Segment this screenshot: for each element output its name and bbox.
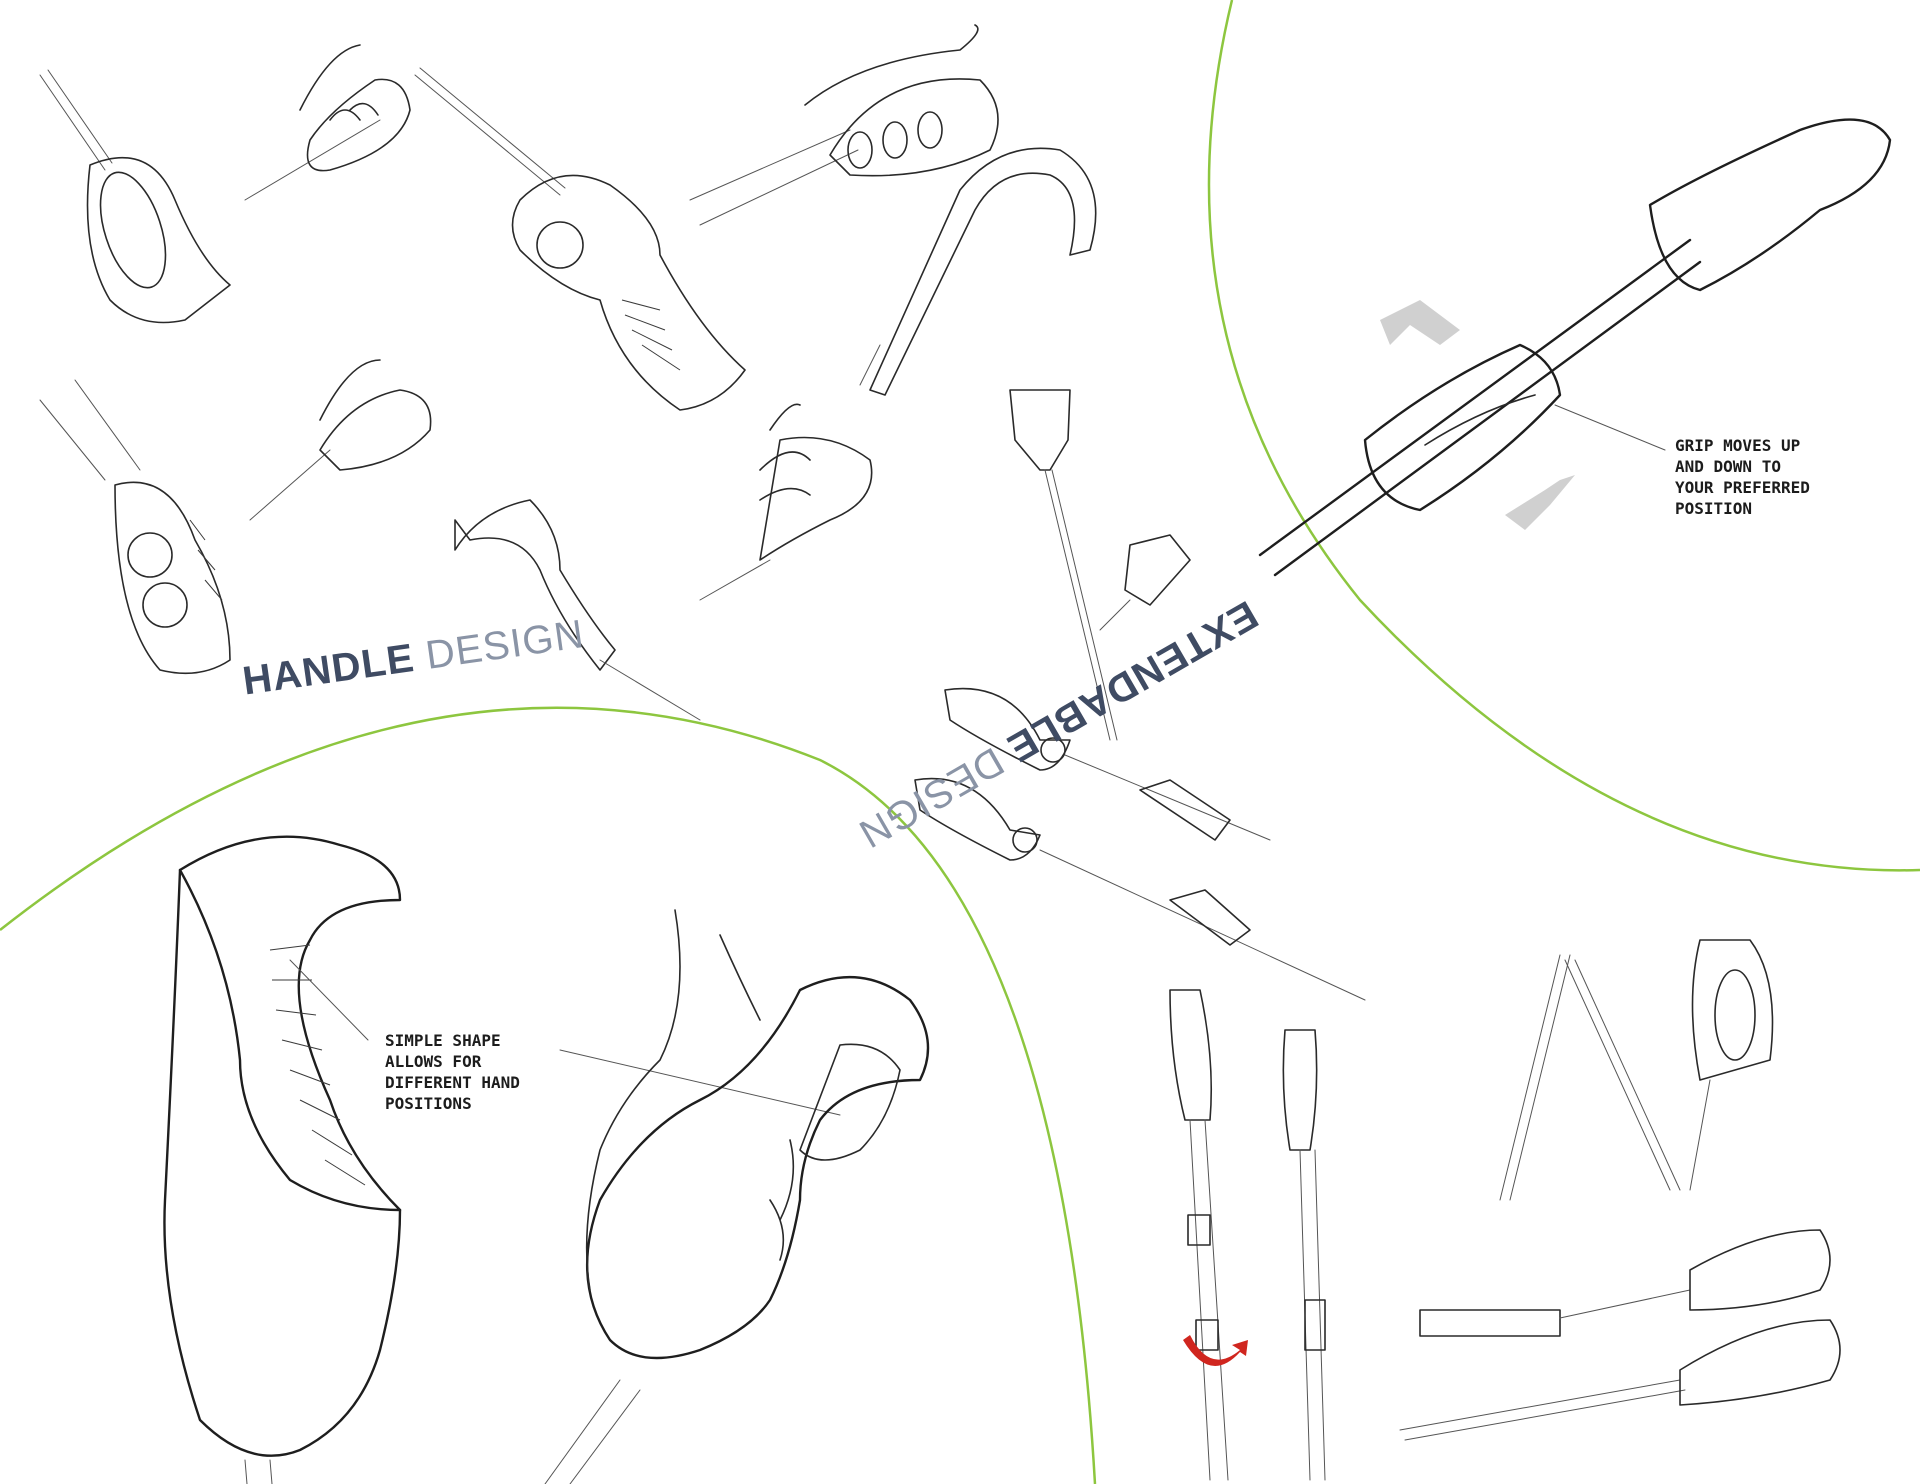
sketch-clamp-handle-upper — [944, 687, 1271, 841]
sketch-ring-grip — [39, 69, 231, 324]
sketch-hand-gripping-main — [544, 909, 930, 1484]
shape-annotation-leader-right — [559, 1049, 841, 1116]
sketch-handle-shape-main — [163, 835, 402, 1484]
sketch-d-grip — [1009, 389, 1191, 741]
sketch-hand-top-grip — [689, 24, 999, 226]
sketch-telescopic-pole-b — [1282, 1029, 1326, 1481]
handle-design-circle — [0, 706, 1097, 1484]
sketch-folding-frame — [1499, 939, 1774, 1201]
sketch-double-ring-grip — [39, 379, 231, 675]
shape-annotation-leader-left — [289, 959, 369, 1041]
sketch-hook-blade — [454, 499, 701, 721]
sketch-hand-grip-lower — [249, 359, 432, 521]
rotate-arrow-icon — [1183, 1335, 1248, 1366]
sketch-extendable-grip-main — [1258, 118, 1892, 577]
shape-annotation: SIMPLE SHAPE ALLOWS FOR DIFFERENT HAND P… — [385, 1031, 520, 1113]
extendable-design-circle — [1207, 0, 1920, 872]
sketch-telescopic-grip-lower — [1399, 1319, 1841, 1441]
sketch-telescopic-pole-a — [1169, 989, 1229, 1481]
sketch-clamp-handle-lower — [914, 777, 1366, 1001]
move-arrow-icon — [1380, 300, 1575, 530]
grip-annotation-leader — [1554, 404, 1666, 451]
sketch-hand-grip-diagonal — [244, 44, 566, 201]
sketch-curved-hook-handle — [511, 174, 746, 411]
sketch-cane-crook — [859, 147, 1097, 396]
grip-annotation: GRIP MOVES UP AND DOWN TO YOUR PREFERRED… — [1675, 436, 1810, 518]
sketch-telescopic-grip-upper — [1419, 1229, 1831, 1337]
sketch-hand-hook-grip — [699, 403, 873, 601]
